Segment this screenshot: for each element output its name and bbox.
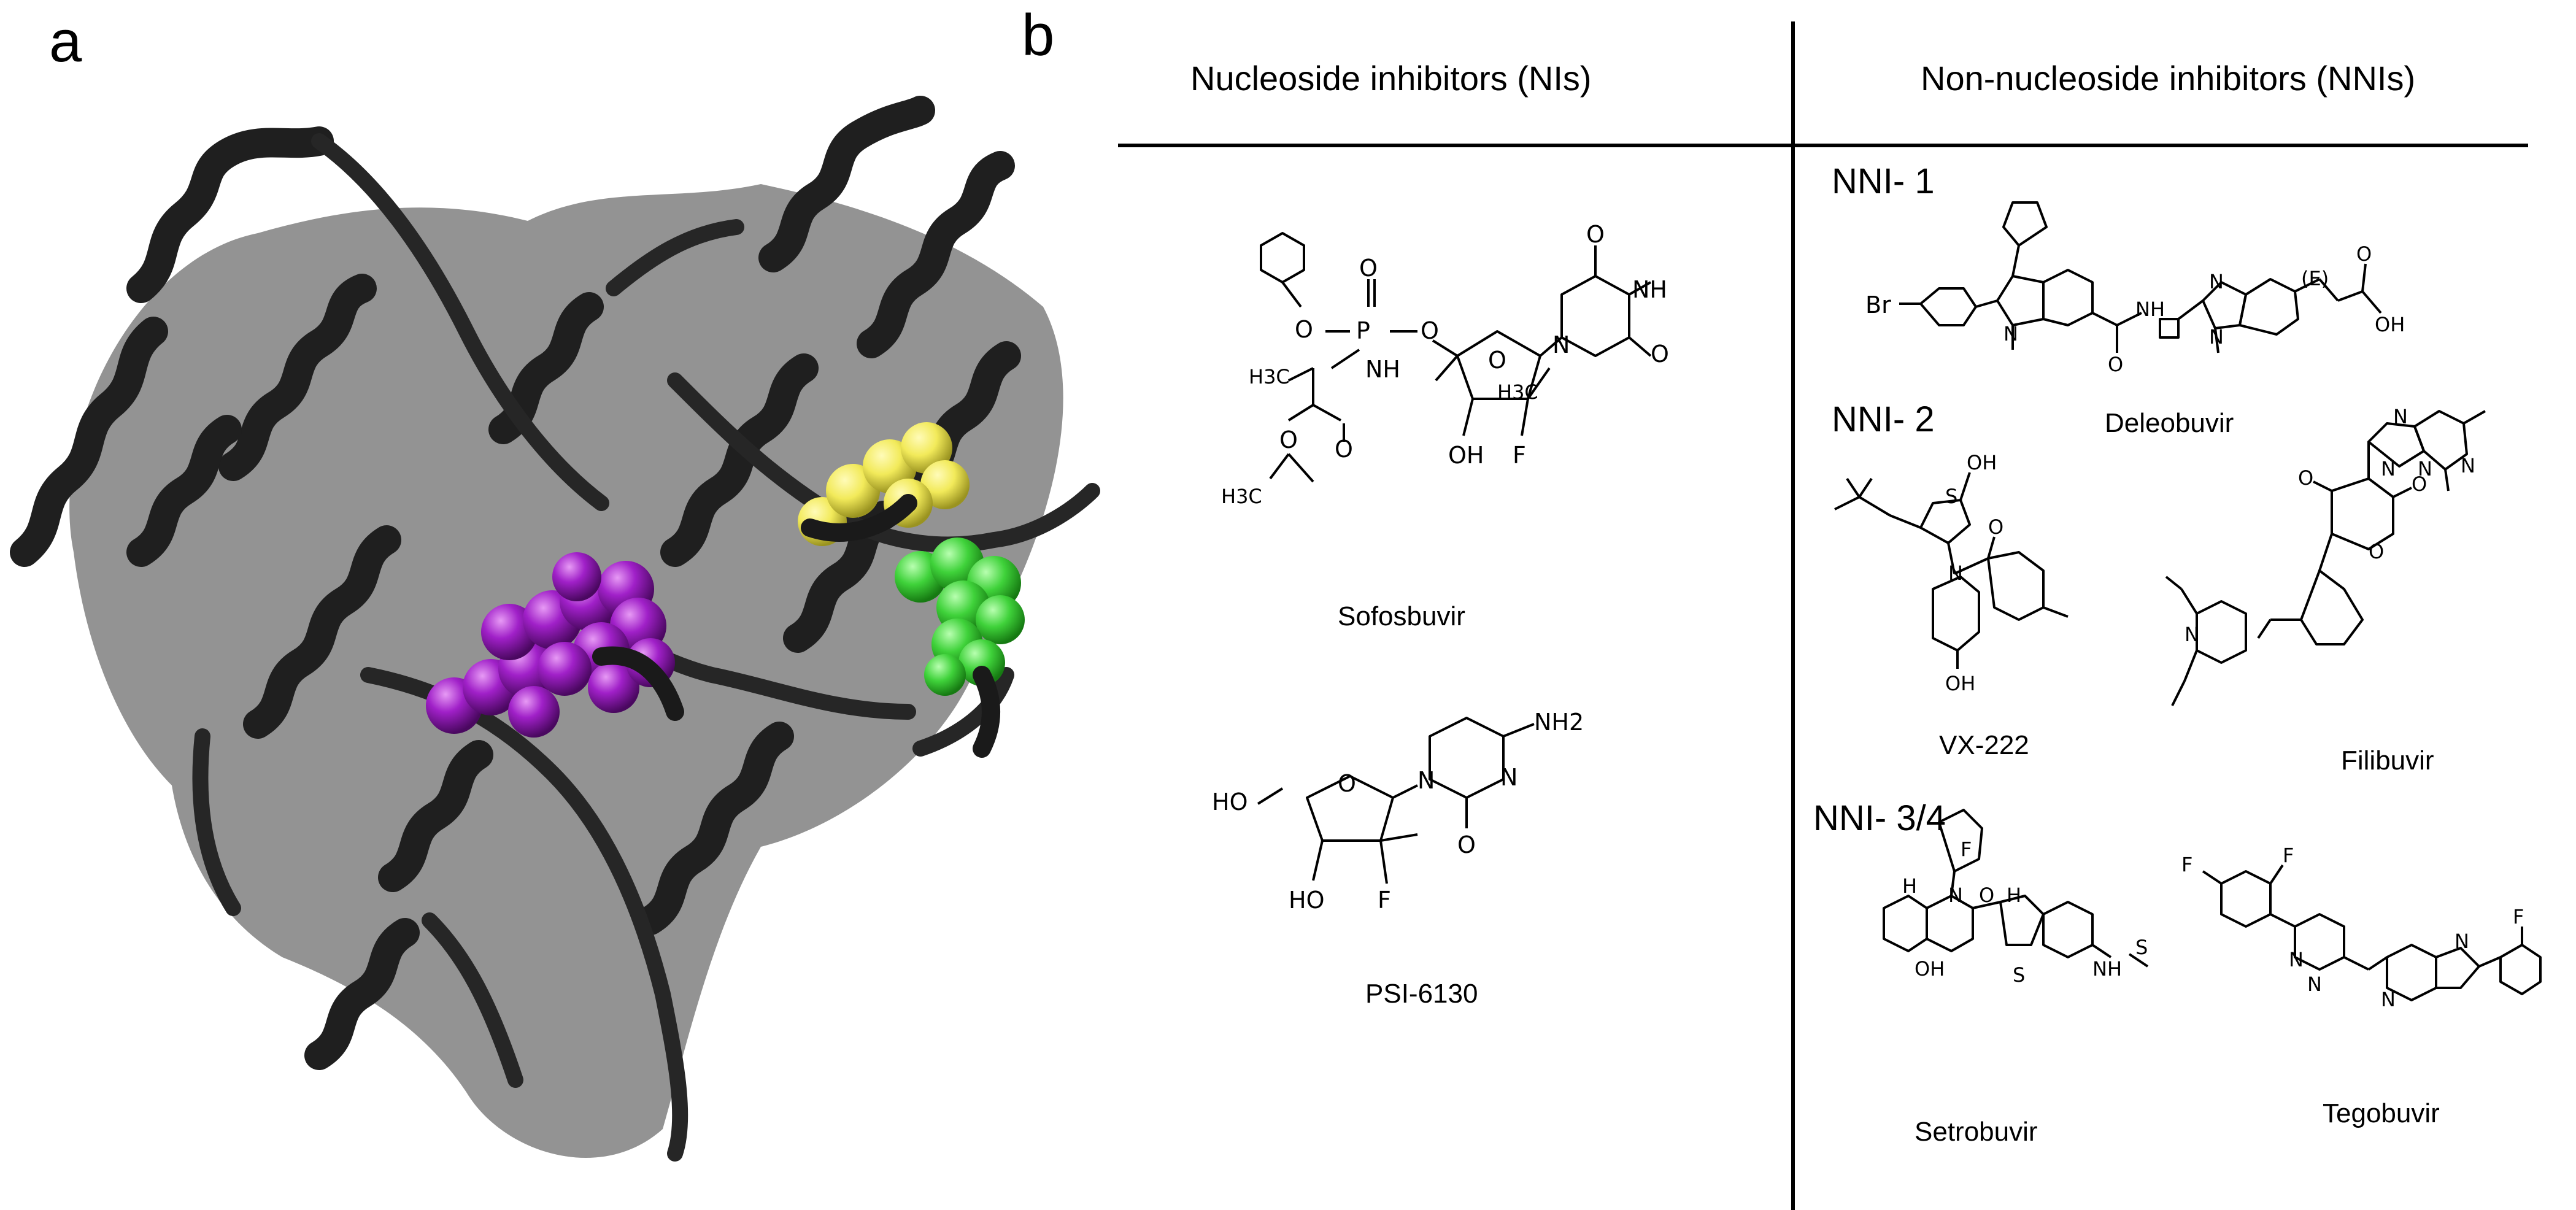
structure-vx222 [1834, 472, 2069, 669]
svg-text:N: N [2455, 930, 2469, 953]
svg-text:N: N [2381, 988, 2396, 1011]
svg-text:O: O [2108, 353, 2123, 376]
svg-text:N: N [2393, 405, 2408, 428]
tegobuvir-atoms: F F N N N N F [2181, 844, 2524, 1011]
svg-text:O: O [2356, 242, 2372, 266]
ligand-green-spheres [895, 538, 1025, 696]
svg-text:O: O [1979, 884, 1994, 907]
svg-text:OH: OH [1915, 957, 1945, 981]
svg-text:N: N [2289, 948, 2304, 971]
svg-text:H3C: H3C [1221, 485, 1262, 508]
svg-text:O: O [1295, 316, 1313, 343]
svg-text:N: N [2461, 454, 2475, 477]
svg-text:F: F [1961, 838, 1972, 861]
psi6130-atoms: HO O HO F N O N NH2 [1212, 709, 1584, 914]
svg-text:N: N [1500, 764, 1517, 791]
caption-filibuvir: Filibuvir [2341, 746, 2434, 776]
svg-text:F: F [2283, 844, 2294, 867]
svg-text:O: O [1488, 347, 1506, 374]
svg-text:F: F [2513, 905, 2524, 928]
sofosbuvir-atoms: O P O O NH H3C O O H3C O OH F H3C N O NH… [1221, 221, 1669, 508]
svg-text:H3C: H3C [1497, 380, 1538, 404]
caption-psi6130: PSI-6130 [1365, 979, 1478, 1009]
svg-text:NH2: NH2 [1534, 709, 1584, 736]
structure-tegobuvir [2202, 864, 2542, 1001]
svg-text:O: O [1421, 317, 1439, 344]
vx222-atoms: S OH N O OH [1945, 451, 2003, 695]
structure-filibuvir [2165, 410, 2486, 706]
svg-text:Br: Br [1865, 291, 1891, 318]
svg-text:N: N [2381, 457, 2396, 480]
svg-text:O: O [1457, 831, 1476, 858]
group-label-nni34: NNI- 3/4 [1813, 798, 1946, 838]
svg-text:(E): (E) [2301, 267, 2329, 290]
svg-text:N: N [1948, 884, 1963, 907]
caption-tegobuvir: Tegobuvir [2323, 1098, 2440, 1128]
svg-text:N: N [2418, 457, 2432, 480]
svg-text:O: O [1338, 770, 1356, 797]
svg-text:N: N [1552, 331, 1570, 358]
svg-text:NH: NH [1365, 356, 1400, 383]
caption-deleobuvir: Deleobuvir [2105, 408, 2234, 438]
svg-text:O: O [1335, 436, 1353, 463]
svg-text:H: H [1902, 874, 1917, 898]
svg-text:O: O [2298, 466, 2313, 490]
caption-setrobuvir: Setrobuvir [1915, 1117, 2038, 1147]
protein-structure-render [10, 96, 1100, 1162]
structure-sofosbuvir [1260, 232, 1652, 483]
deleobuvir-atoms: Br N O NH N N (E) O OH [1865, 242, 2405, 376]
svg-text:H: H [2007, 884, 2021, 907]
ni-column-header: Nucleoside inhibitors (NIs) [1190, 59, 1592, 98]
panel-b-label: b [1022, 2, 1055, 68]
svg-text:O: O [2369, 540, 2384, 563]
svg-text:O: O [1988, 515, 2003, 539]
svg-text:O: O [2412, 472, 2427, 496]
svg-text:F: F [1378, 887, 1391, 914]
svg-text:S: S [2013, 963, 2025, 987]
svg-text:S: S [1945, 485, 1957, 508]
svg-text:HO: HO [1212, 788, 1248, 815]
structure-deleobuvir [1899, 201, 2382, 353]
front-ribbons [592, 494, 1000, 758]
svg-text:P: P [1356, 317, 1370, 344]
svg-text:N: N [1417, 767, 1435, 794]
group-label-nni2: NNI- 2 [1832, 399, 1935, 439]
svg-text:N: N [2307, 973, 2322, 996]
svg-text:HO: HO [1289, 887, 1324, 914]
caption-vx222: VX-222 [1939, 730, 2029, 760]
caption-sofosbuvir: Sofosbuvir [1338, 601, 1465, 631]
svg-text:N: N [2185, 623, 2199, 646]
svg-text:O: O [1359, 255, 1378, 282]
svg-text:OH: OH [1945, 672, 1975, 695]
svg-text:O: O [1651, 341, 1669, 368]
filibuvir-atoms: N N N N O O O N [2185, 405, 2475, 646]
svg-text:O: O [1586, 221, 1605, 248]
structure-psi6130 [1257, 717, 1535, 884]
svg-text:NH: NH [1632, 276, 1667, 303]
svg-text:N: N [2209, 270, 2224, 293]
svg-text:O: O [1279, 426, 1298, 453]
svg-text:NH: NH [2135, 298, 2165, 321]
setrobuvir-atoms: F H N O OH H S NH S [1902, 838, 2148, 987]
svg-text:F: F [1513, 442, 1526, 469]
svg-text:N: N [2003, 322, 2018, 345]
svg-text:OH: OH [1448, 442, 1484, 469]
svg-text:N: N [1948, 561, 1963, 585]
nni-column-header: Non-nucleoside inhibitors (NNIs) [1921, 59, 2416, 98]
svg-text:F: F [2181, 853, 2192, 876]
svg-text:OH: OH [1967, 451, 1997, 474]
svg-text:S: S [2135, 936, 2148, 959]
structure-setrobuvir [1883, 809, 2149, 968]
panel-a-label: a [49, 9, 82, 74]
group-label-nni1: NNI- 1 [1832, 161, 1935, 201]
svg-text:N: N [2209, 325, 2224, 349]
svg-text:OH: OH [2375, 313, 2405, 336]
svg-text:H3C: H3C [1249, 365, 1290, 388]
svg-text:NH: NH [2092, 957, 2122, 981]
